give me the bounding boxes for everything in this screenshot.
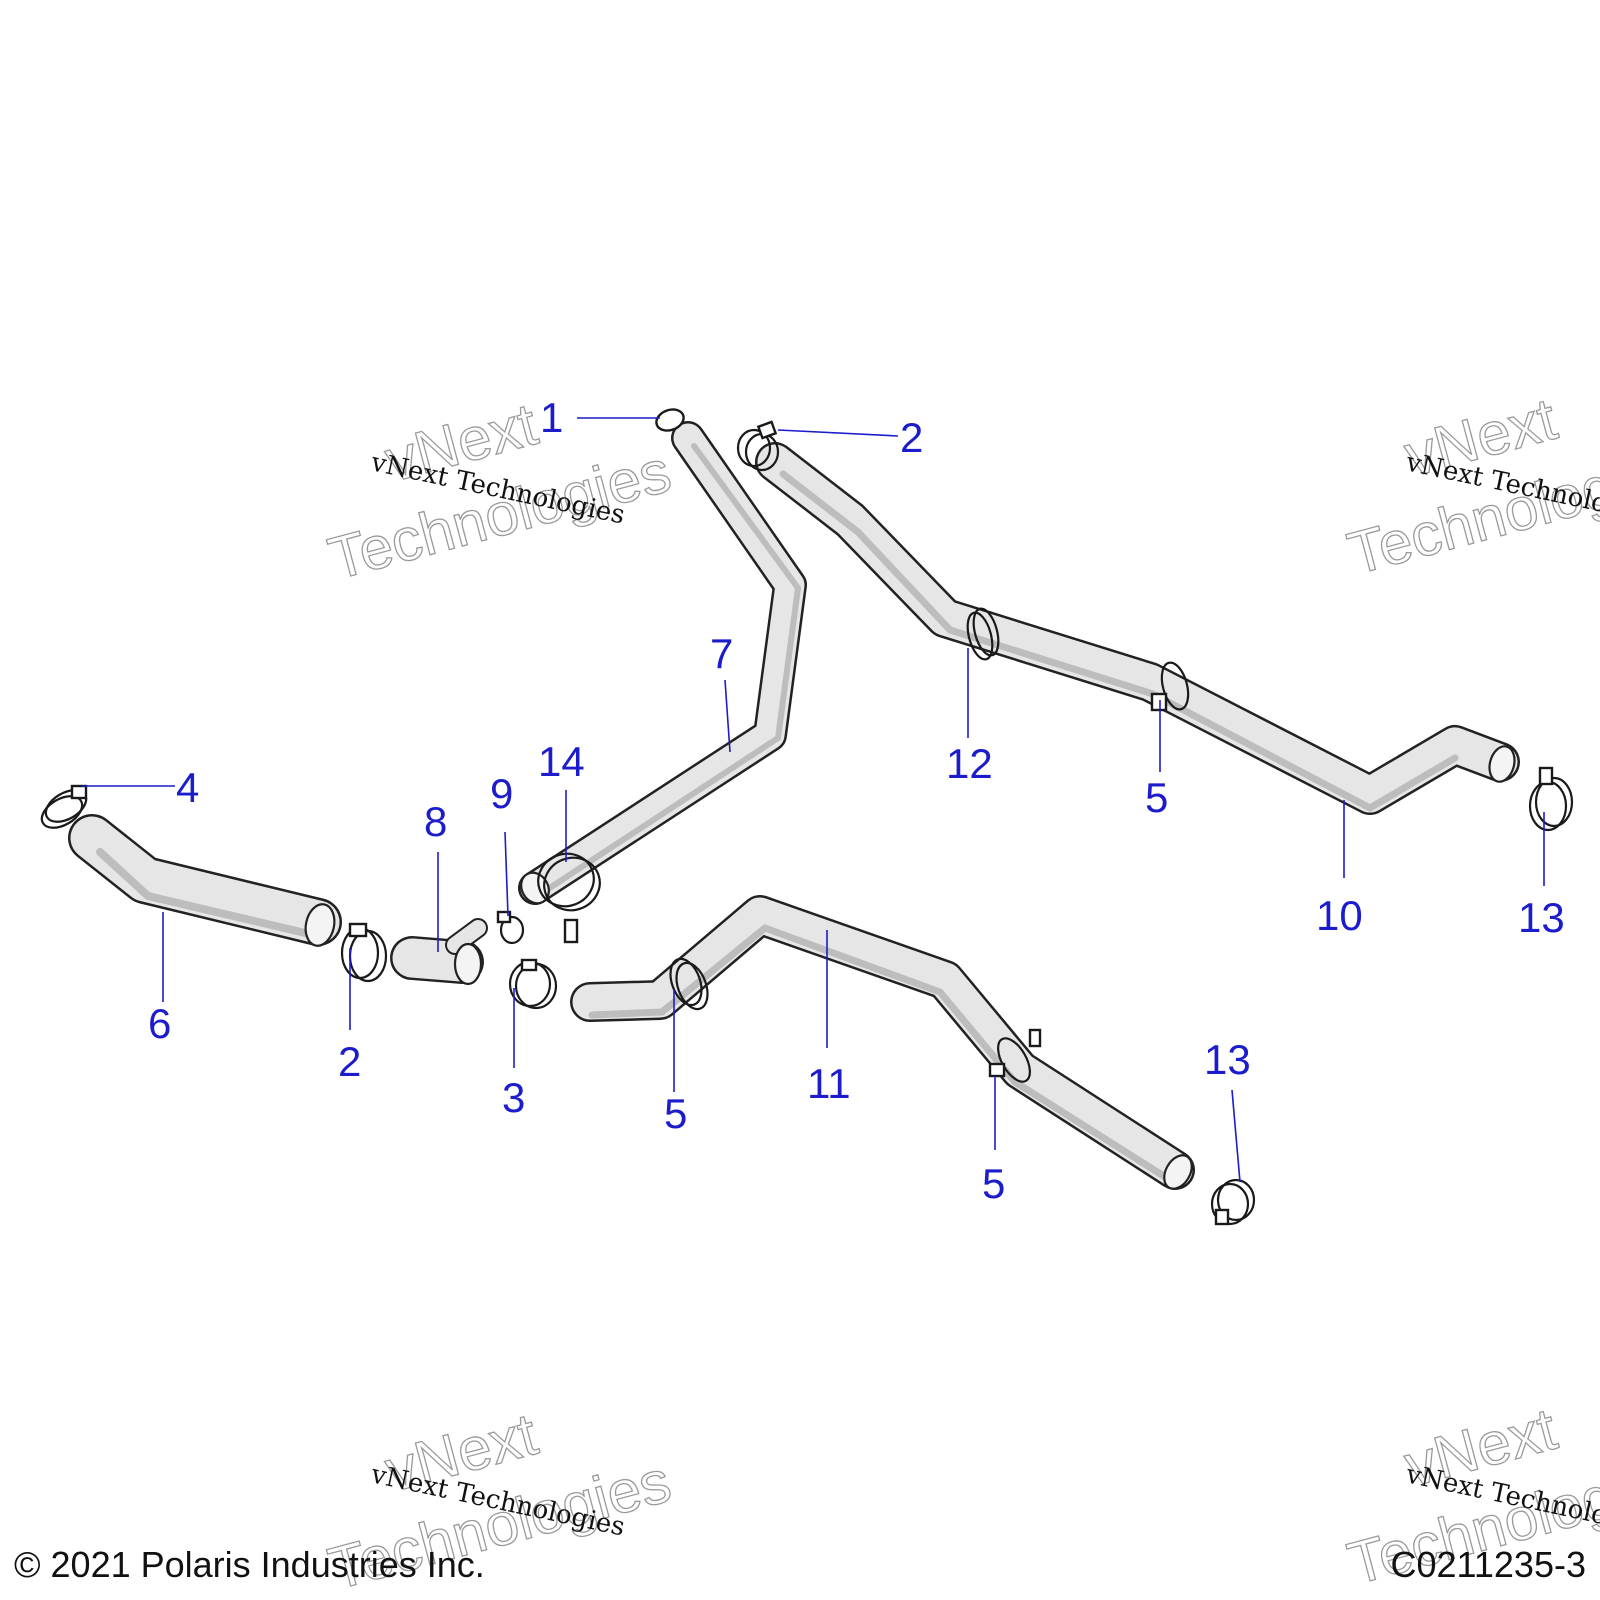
clamp-4 xyxy=(40,784,88,829)
callouts: 1 2 2 3 4 5 5 5 6 7 8 9 10 11 12 13 13 1… xyxy=(148,394,1565,1207)
clamp-5-top xyxy=(1150,661,1190,712)
callout-13-right: 13 xyxy=(1518,894,1565,941)
callout-9: 9 xyxy=(490,770,513,817)
hose-10 xyxy=(755,442,1520,815)
leader-lines xyxy=(82,417,1545,1183)
callout-5-bottom: 5 xyxy=(982,1160,1005,1207)
clamp-2-bottom xyxy=(340,922,388,983)
callout-7: 7 xyxy=(710,630,733,677)
callout-2-bottom: 2 xyxy=(338,1038,361,1085)
connector-8 xyxy=(390,918,488,986)
hose-11 xyxy=(570,895,1195,1190)
callout-1: 1 xyxy=(540,394,563,441)
clamp-13-bottom xyxy=(1210,1178,1256,1226)
callout-13-bottom: 13 xyxy=(1204,1036,1251,1083)
clamp-14 xyxy=(537,852,601,944)
callout-2-top: 2 xyxy=(900,414,923,461)
copyright-notice: © 2021 Polaris Industries Inc. xyxy=(14,1544,485,1585)
clamp-5-bottom xyxy=(988,1028,1042,1083)
callout-10: 10 xyxy=(1316,892,1363,939)
callout-3: 3 xyxy=(502,1074,525,1121)
callout-5-top: 5 xyxy=(1145,774,1168,821)
callout-14: 14 xyxy=(538,738,585,785)
callout-5-left: 5 xyxy=(664,1090,687,1137)
clamp-12 xyxy=(966,607,1000,661)
callout-6: 6 xyxy=(148,1000,171,1047)
diagram-id: C0211235-3 xyxy=(1391,1544,1587,1585)
clamp-5-left xyxy=(669,957,709,1011)
clamp-1 xyxy=(655,408,685,432)
clamp-9 xyxy=(496,910,525,945)
clamp-13-right xyxy=(1528,766,1574,832)
callout-11: 11 xyxy=(807,1060,851,1107)
hose-7 xyxy=(518,421,807,905)
callout-12: 12 xyxy=(946,740,993,787)
hose-6 xyxy=(68,814,342,947)
clamp-3 xyxy=(508,958,558,1010)
callout-8: 8 xyxy=(424,798,447,845)
clamp-2-top xyxy=(736,420,780,472)
callout-4: 4 xyxy=(176,764,199,811)
